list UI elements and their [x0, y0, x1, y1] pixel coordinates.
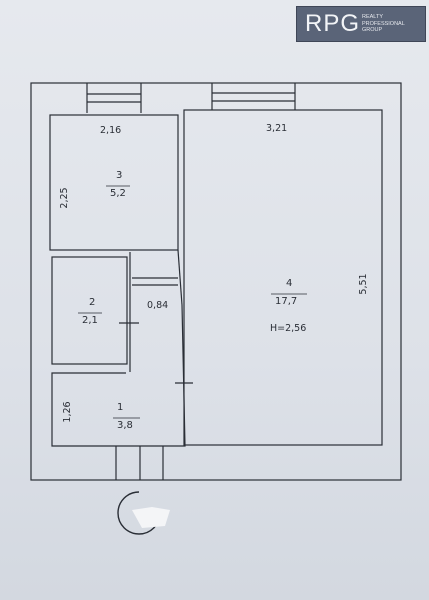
room-4-number: 4 [286, 278, 292, 289]
room-4-area: 17,7 [275, 296, 297, 307]
room-3-area: 5,2 [110, 188, 126, 199]
logo-mark: RPG [305, 10, 361, 37]
room-1-area: 3,8 [117, 420, 133, 431]
room-2-outline [51, 256, 128, 365]
room-2-area: 2,1 [82, 315, 98, 326]
entrance-circle [117, 491, 170, 535]
room-1-number: 1 [117, 402, 123, 413]
dim-room4-width: 3,21 [266, 123, 287, 134]
outer-wall [30, 82, 402, 481]
room-3-outline [49, 114, 179, 251]
dim-room4-height: 5,51 [358, 273, 369, 294]
room-3-number: 3 [116, 170, 122, 181]
dim-corridor-width: 0,84 [147, 300, 168, 311]
room-4-outline [183, 109, 383, 446]
brand-logo: RPG REALTY PROFESSIONAL GROUP [296, 6, 426, 42]
dim-room3-width: 2,16 [100, 125, 121, 136]
dim-room3-height: 2,25 [59, 187, 70, 208]
corridor-wall-right [177, 249, 183, 306]
logo-tagline: REALTY PROFESSIONAL GROUP [362, 14, 405, 33]
room-2-number: 2 [89, 297, 95, 308]
room-4-ceiling-height: H=2,56 [270, 323, 306, 334]
dim-room1-height: 1,26 [62, 401, 73, 422]
